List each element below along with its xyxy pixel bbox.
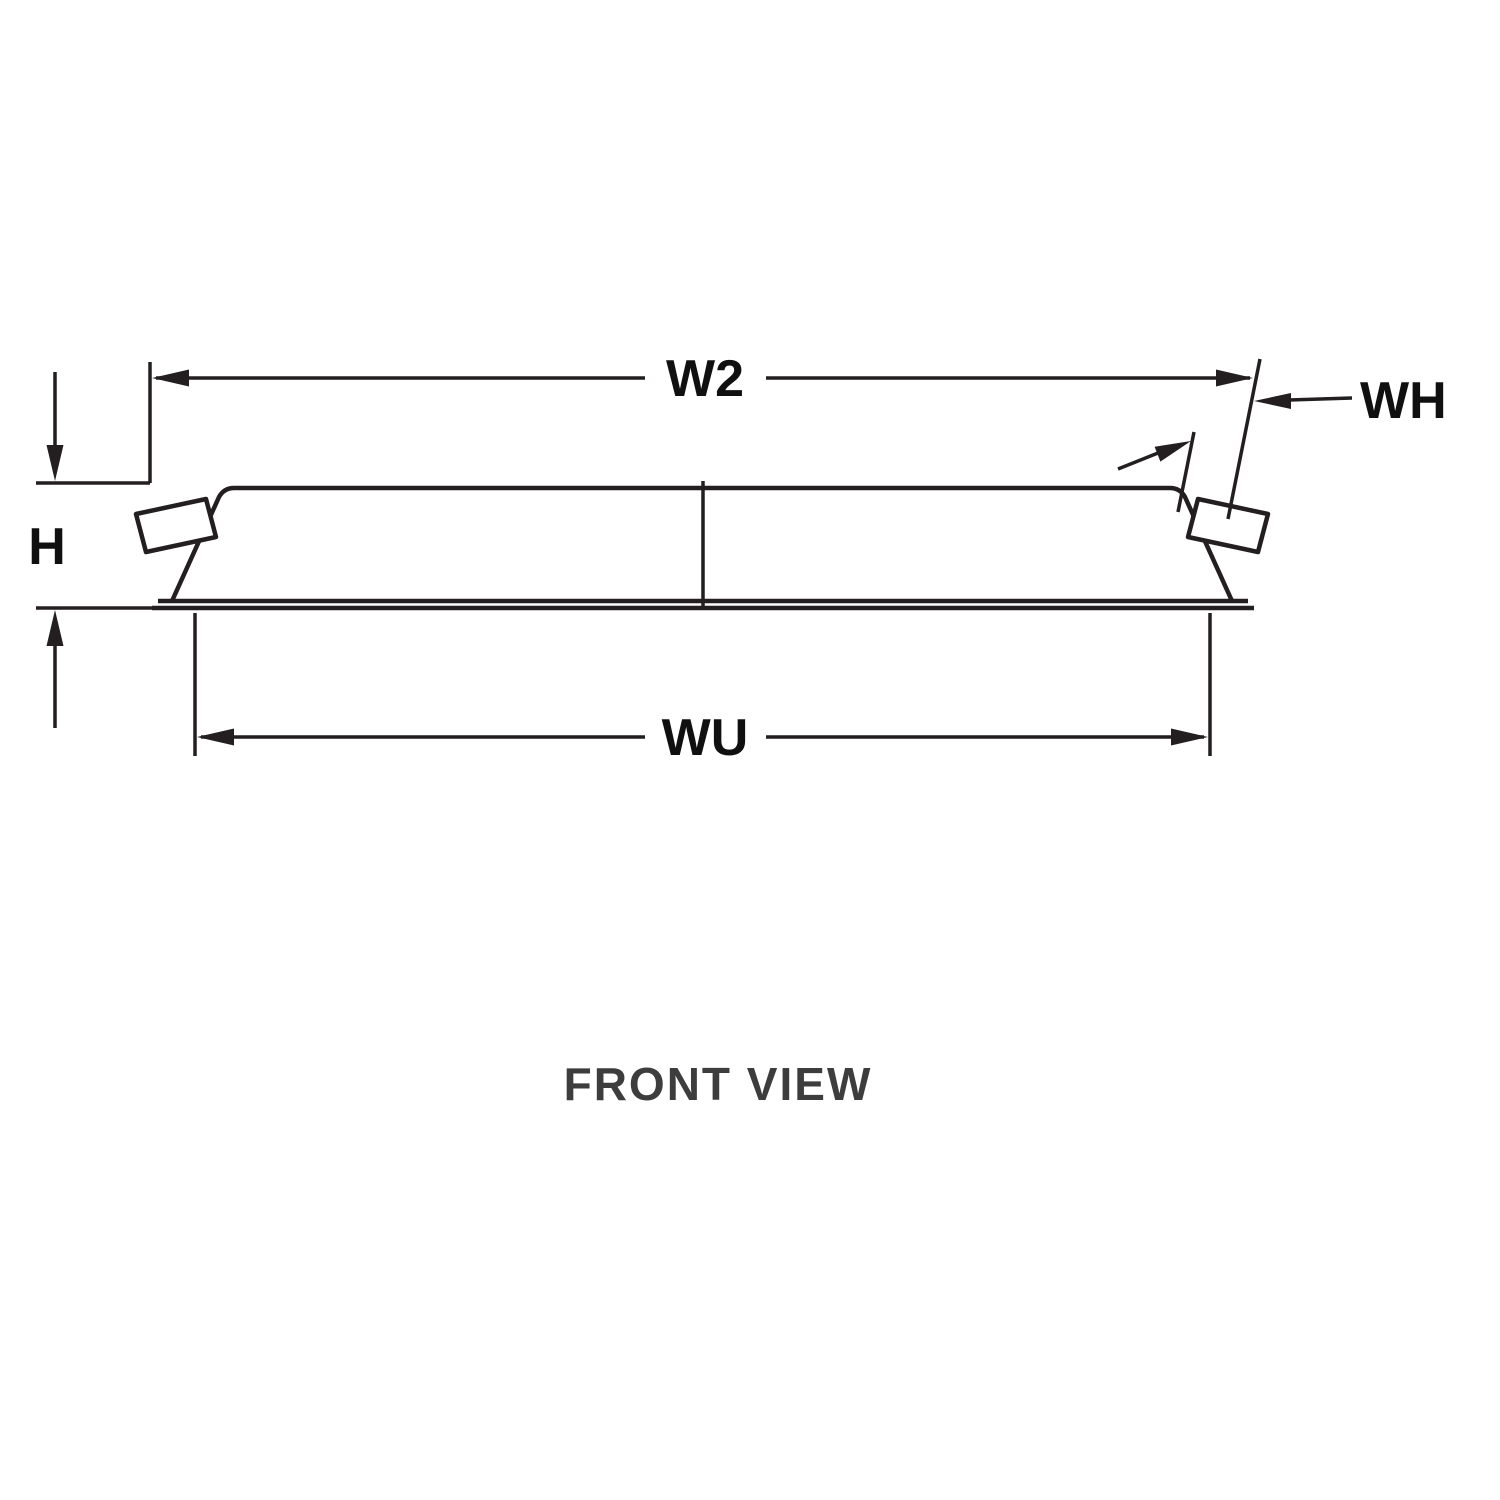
clip-edge-line-inner: [1176, 431, 1196, 513]
h-arrow-up-icon: [46, 610, 64, 646]
dimension-w2: W2: [148, 341, 1253, 483]
w2-arrow-right-icon: [1216, 369, 1253, 387]
w2-label: W2: [666, 350, 744, 408]
view-caption: FRONT VIEW: [564, 1058, 873, 1110]
wh-arrow-left-icon: [1254, 393, 1291, 409]
dimension-wh: WH: [1117, 372, 1447, 471]
dimension-h: H: [28, 372, 152, 728]
wh-pointer-arrow-icon: [1154, 441, 1191, 462]
dimension-wu: WU: [193, 613, 1212, 773]
clip-edge-line-outer: [1226, 358, 1262, 520]
h-arrow-down-icon: [46, 445, 64, 481]
right-mounting-clip: [1185, 496, 1271, 555]
wu-label: WU: [662, 709, 749, 767]
wh-label: WH: [1360, 372, 1447, 430]
h-label: H: [28, 518, 66, 576]
wu-label-box: [645, 700, 766, 773]
wu-arrow-right-icon: [1171, 728, 1208, 746]
w2-arrow-left-icon: [152, 369, 189, 387]
wh-pointer-line: [1117, 451, 1159, 471]
fixture-body: [133, 358, 1271, 611]
w2-label-box: [645, 341, 766, 414]
wh-leader-line: [1288, 396, 1353, 402]
wu-arrow-left-icon: [197, 728, 234, 746]
left-mounting-clip: [133, 496, 219, 555]
